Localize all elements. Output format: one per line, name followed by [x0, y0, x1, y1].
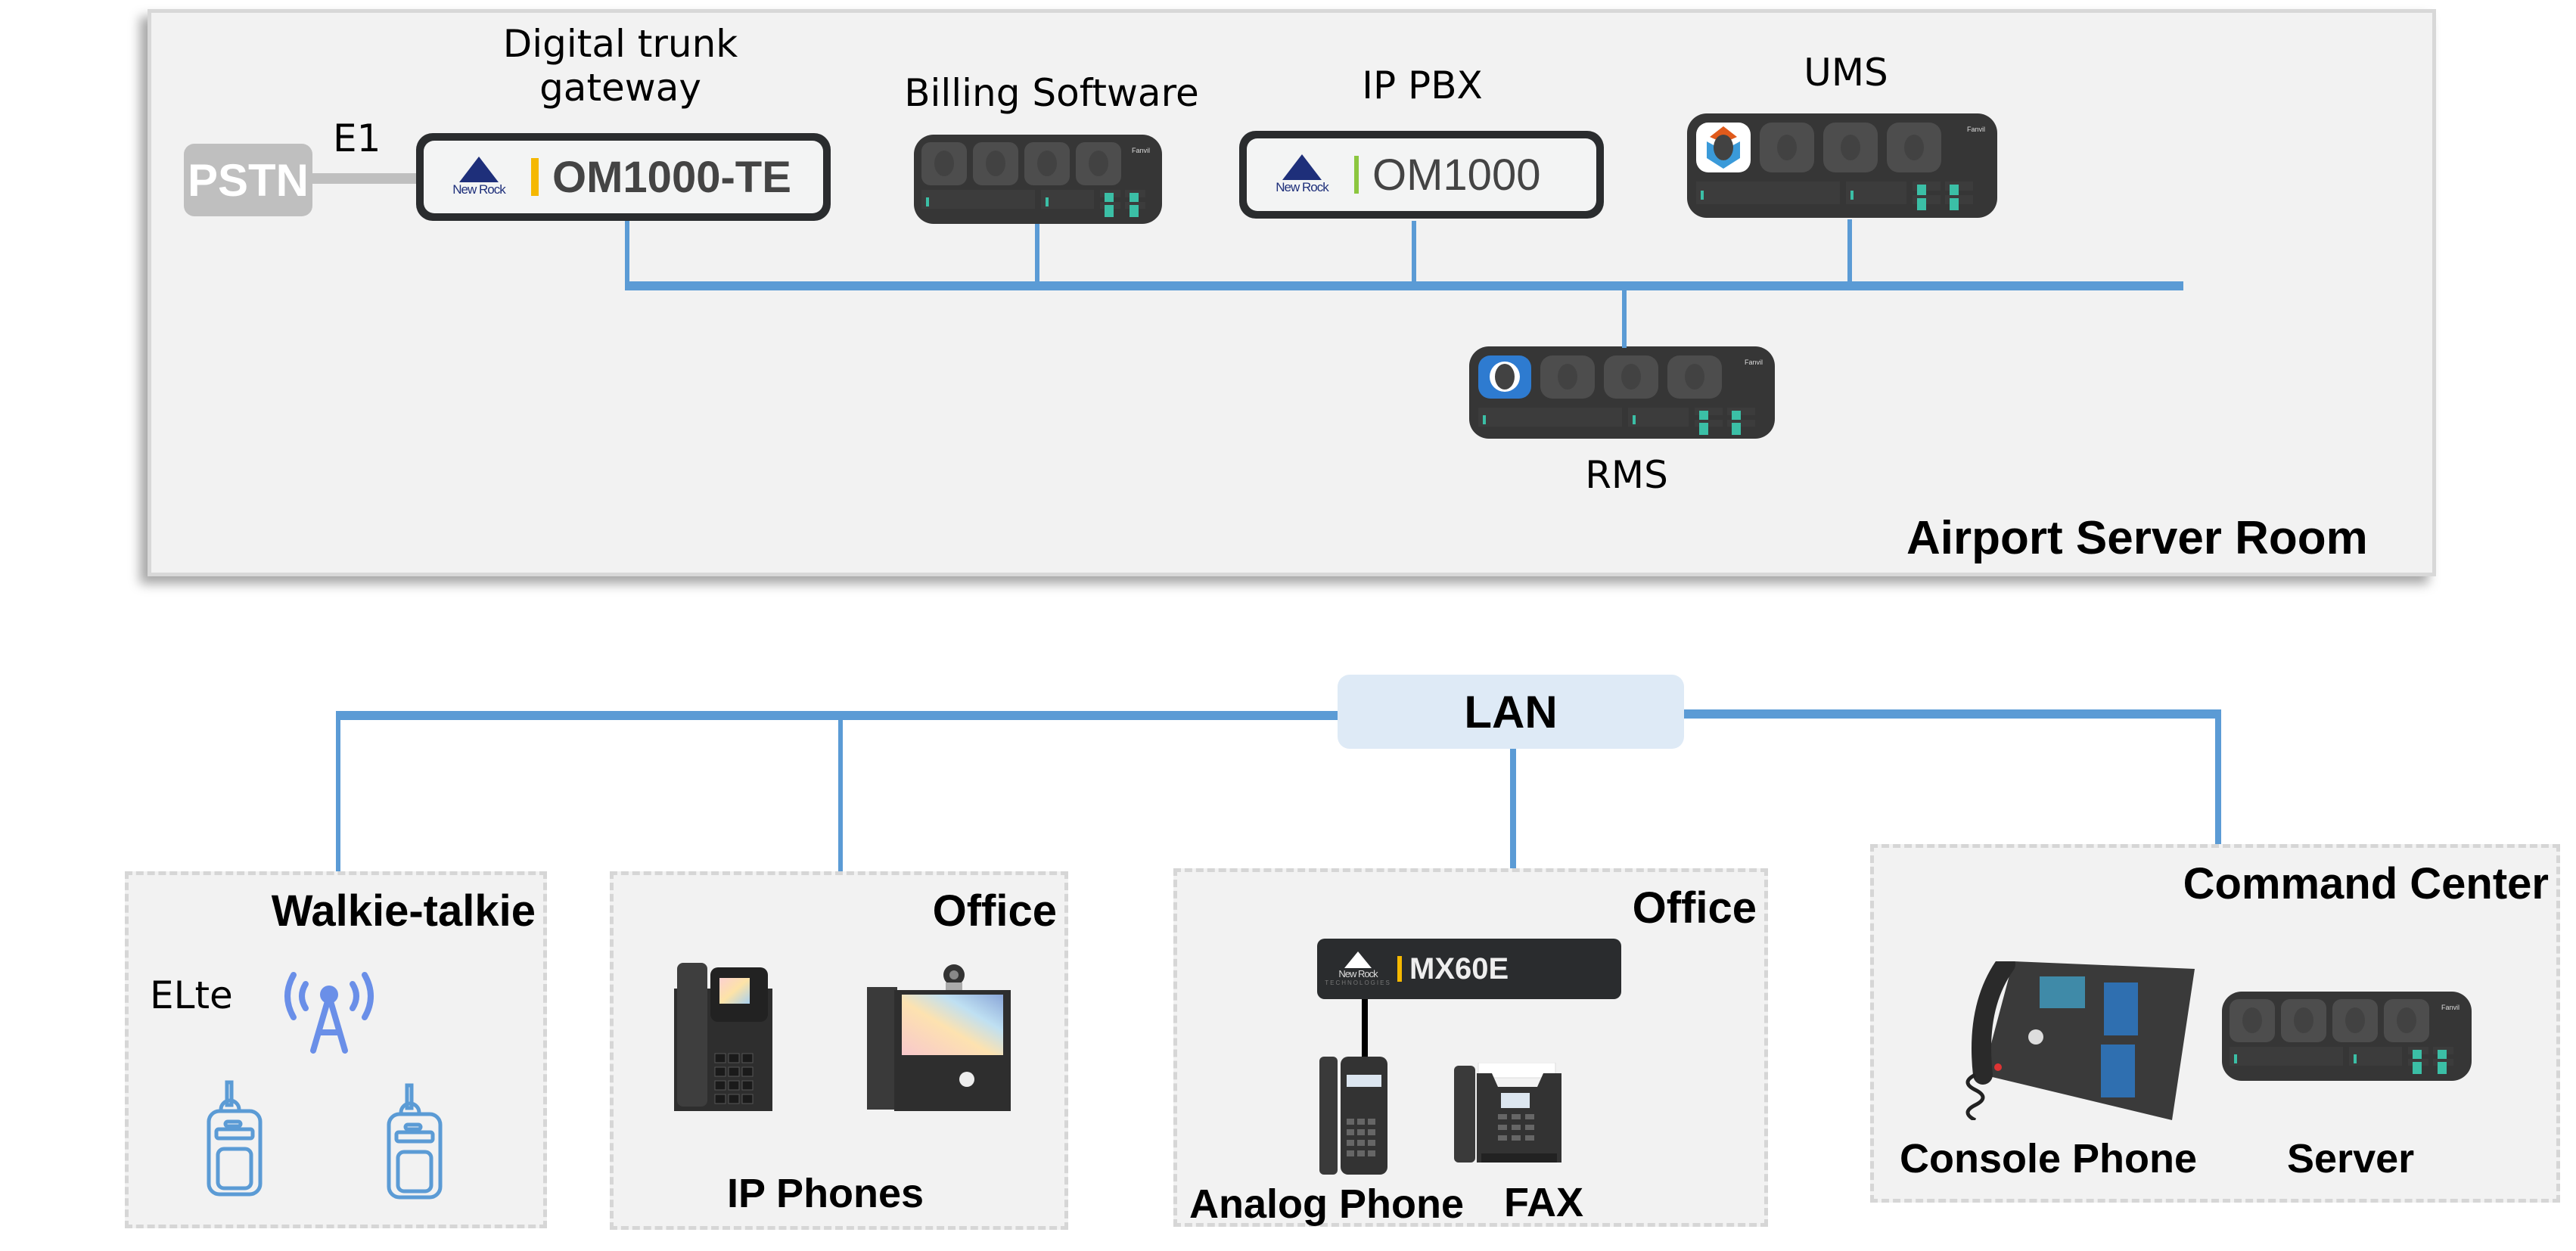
mx60e-gateway[interactable]: New Rock TECHNOLOGIES MX60E — [1317, 939, 1621, 999]
billing-link — [1035, 224, 1039, 284]
gateway-om1000te[interactable]: New Rock OM1000-TE — [416, 133, 831, 221]
zone-command-center: Command Center Fanvil Console Phone Serv… — [1870, 844, 2560, 1203]
accent-bar — [1354, 156, 1359, 194]
new-rock-logo-icon: New Rock — [1260, 154, 1344, 195]
ums-label: UMS — [1804, 51, 1888, 95]
antenna-tower-icon — [284, 972, 374, 1054]
analog-phone-caption: Analog Phone — [1189, 1181, 1464, 1227]
server-brand: Fanvil — [1131, 147, 1150, 154]
console-phone-icon — [1965, 961, 2195, 1120]
ippbx-label: IP PBX — [1362, 64, 1483, 107]
walkie-talkie-icon — [387, 1083, 443, 1200]
billing-label: Billing Software — [904, 71, 1199, 115]
ums-server[interactable]: Fanvil — [1687, 113, 1997, 218]
pstn-label: PSTN — [187, 154, 309, 206]
e1-link — [312, 173, 418, 184]
ip-phone-icon — [674, 963, 772, 1111]
new-rock-logo-icon: New Rock TECHNOLOGIES — [1325, 951, 1390, 986]
gateway-model: OM1000-TE — [552, 152, 791, 202]
rms-link — [1622, 290, 1627, 348]
ippbx-model: OM1000 — [1372, 150, 1541, 200]
rms-server[interactable]: Fanvil — [1469, 346, 1775, 439]
console-phone-caption: Console Phone — [1900, 1136, 2198, 1181]
mx60e-model: MX60E — [1409, 951, 1509, 986]
zone-title: Office — [1632, 883, 1757, 933]
ums-app-icon — [1696, 123, 1751, 173]
pstn-node: PSTN — [184, 144, 312, 216]
fax-machine-icon — [1454, 1063, 1561, 1163]
lan-node: LAN — [1338, 675, 1684, 749]
zone-title: Walkie-talkie — [271, 886, 536, 936]
command-link — [2215, 709, 2221, 847]
analog-phone-icon — [1319, 1057, 1387, 1175]
server-brand: Fanvil — [2441, 1004, 2459, 1011]
lan-label: LAN — [1464, 686, 1558, 737]
office2-link — [1510, 749, 1516, 870]
lan-link-right — [1684, 709, 2221, 719]
walkie-talkie-icon — [207, 1080, 263, 1197]
elte-label: ELte — [150, 973, 233, 1017]
gateway-link — [625, 221, 629, 284]
video-ip-phone-icon — [867, 964, 1011, 1111]
zone-office-ip-phones: Office IP Phones — [610, 871, 1068, 1230]
accent-bar — [1397, 956, 1402, 982]
gateway-label: Digital trunk gateway — [502, 22, 738, 110]
ums-link — [1847, 219, 1852, 283]
server-room-frame — [148, 9, 2436, 576]
ip-phones-caption: IP Phones — [727, 1171, 924, 1216]
rms-app-icon — [1478, 355, 1531, 399]
server-brand: Fanvil — [1966, 126, 1985, 133]
fax-caption: FAX — [1504, 1180, 1584, 1225]
rms-label: RMS — [1585, 453, 1668, 497]
office1-link — [838, 711, 843, 876]
ippbx-om1000[interactable]: New Rock OM1000 — [1239, 131, 1604, 219]
zone-title: Office — [932, 886, 1057, 936]
server-room-bus — [625, 281, 2183, 290]
server-room-title: Airport Server Room — [1906, 512, 2368, 564]
zone-title: Command Center — [2183, 859, 2549, 908]
lan-link-left — [336, 711, 1338, 720]
accent-bar — [531, 158, 539, 196]
zone-office-analog: Office New Rock TECHNOLOGIES MX60E Analo… — [1173, 868, 1768, 1227]
e1-label: E1 — [333, 116, 381, 160]
zone-walkie-talkie: Walkie-talkie ELte — [125, 871, 547, 1228]
ippbx-link — [1412, 221, 1416, 284]
walkie-link — [336, 711, 340, 877]
server-brand: Fanvil — [1744, 359, 1763, 366]
billing-server[interactable]: Fanvil — [914, 135, 1162, 224]
server-caption: Server — [2287, 1136, 2415, 1181]
command-center-server[interactable]: Fanvil — [2222, 992, 2472, 1081]
new-rock-logo-icon: New Rock — [437, 157, 520, 197]
analog-line — [1362, 999, 1368, 1057]
